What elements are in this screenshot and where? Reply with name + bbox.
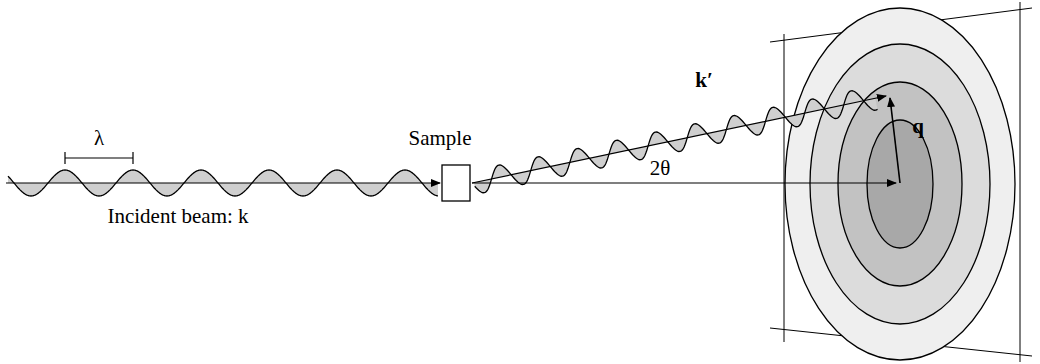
k-prime-label: k′ — [695, 70, 713, 91]
sample-box — [442, 165, 470, 201]
incident-axis — [6, 182, 440, 183]
diffraction-rings — [785, 8, 1015, 360]
scattered-vector — [472, 96, 886, 183]
forward-axis — [472, 182, 896, 183]
beam-label: Incident beam: k — [107, 206, 248, 227]
wavelength-label: λ — [94, 128, 104, 149]
angle-label: 2θ — [650, 158, 671, 179]
detector-plane — [770, 2, 1032, 362]
q-label: q — [912, 116, 924, 137]
wavelength-marker — [65, 152, 133, 164]
q-vector — [890, 98, 900, 183]
sample-label: Sample — [409, 128, 472, 149]
